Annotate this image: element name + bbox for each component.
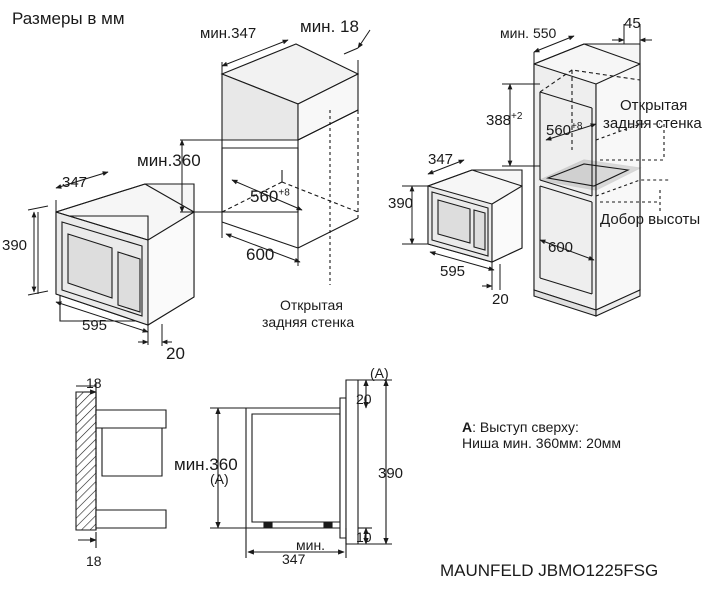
open-back-d-label-1: Открытая [620, 97, 688, 114]
dim-depth-347-a: 347 [62, 174, 88, 191]
microwave-side-view [428, 170, 522, 262]
dim-width-560-d: 560+8 [546, 121, 583, 139]
dim-20-e: 20 [356, 391, 372, 407]
niche-view [222, 44, 358, 285]
open-back-label-1: Открытая [280, 297, 343, 313]
dim-min-18: мин. 18 [300, 17, 359, 36]
note-line-1-rest: : Выступ сверху: [472, 419, 579, 435]
dim-depth-347-c: 347 [428, 151, 454, 168]
dim-height-388-value: 388 [486, 112, 512, 129]
dims-d [502, 24, 652, 260]
dim-width-560-d-value: 560 [546, 122, 572, 139]
side-section-right [210, 379, 392, 558]
dim-height-390-a: 390 [2, 237, 28, 254]
dim-height-390-c: 390 [388, 195, 414, 212]
dim-45: 45 [624, 15, 641, 32]
note-line-2: Ниша мин. 360мм: 20мм [462, 435, 622, 451]
dim-width-560-d-tol: +8 [571, 121, 583, 132]
dim-min-347: мин.347 [200, 25, 257, 42]
page-title: Размеры в мм [12, 9, 125, 28]
dims-b [179, 30, 370, 266]
dim-depth-600-d: 600 [548, 239, 574, 256]
dim-width-595-a: 595 [82, 317, 108, 334]
dim-height-388: 388+2 [486, 111, 523, 129]
microwave-front-view [56, 184, 194, 325]
dims-a [28, 171, 172, 346]
dim-min-e: мин. [296, 537, 326, 553]
dim-347-e: 347 [282, 551, 306, 567]
marker-a: (A) [370, 365, 389, 381]
dims-c [402, 160, 500, 290]
height-add-label: Добор высоты [600, 211, 701, 228]
dim-18-top: 18 [86, 375, 102, 391]
dim-width-560-b: 560+8 [250, 188, 290, 205]
dim-height-388-tol: +2 [511, 111, 523, 122]
note-line-1: A: Выступ сверху: [462, 420, 579, 434]
dim-10-e: 10 [356, 529, 372, 545]
dim-min-360: мин.360 [137, 151, 201, 170]
dim-frame-20-c: 20 [492, 291, 509, 308]
open-back-label-2: задняя стенка [262, 314, 355, 330]
dim-depth-600-b: 600 [246, 245, 275, 264]
tall-cabinet-view [534, 44, 670, 316]
side-section-left [76, 382, 166, 548]
dim-390-e: 390 [378, 465, 404, 482]
model-name: MAUNFELD JBMO1225FSG [440, 561, 659, 580]
dim-width-560-b-value: 560 [250, 187, 279, 206]
dim-min-550: мин. 550 [500, 25, 557, 41]
dim-width-560-b-tol: +8 [278, 187, 290, 199]
dim-width-595-c: 595 [440, 263, 466, 280]
open-back-d-label-2: задняя стенка [603, 115, 702, 132]
note-a-bold: A [462, 419, 473, 435]
dim-18-bottom: 18 [86, 553, 102, 569]
dim-min-360-e: мин.360 [174, 455, 238, 474]
dim-frame-20-a: 20 [166, 344, 185, 363]
marker-a-2: (A) [210, 471, 229, 487]
